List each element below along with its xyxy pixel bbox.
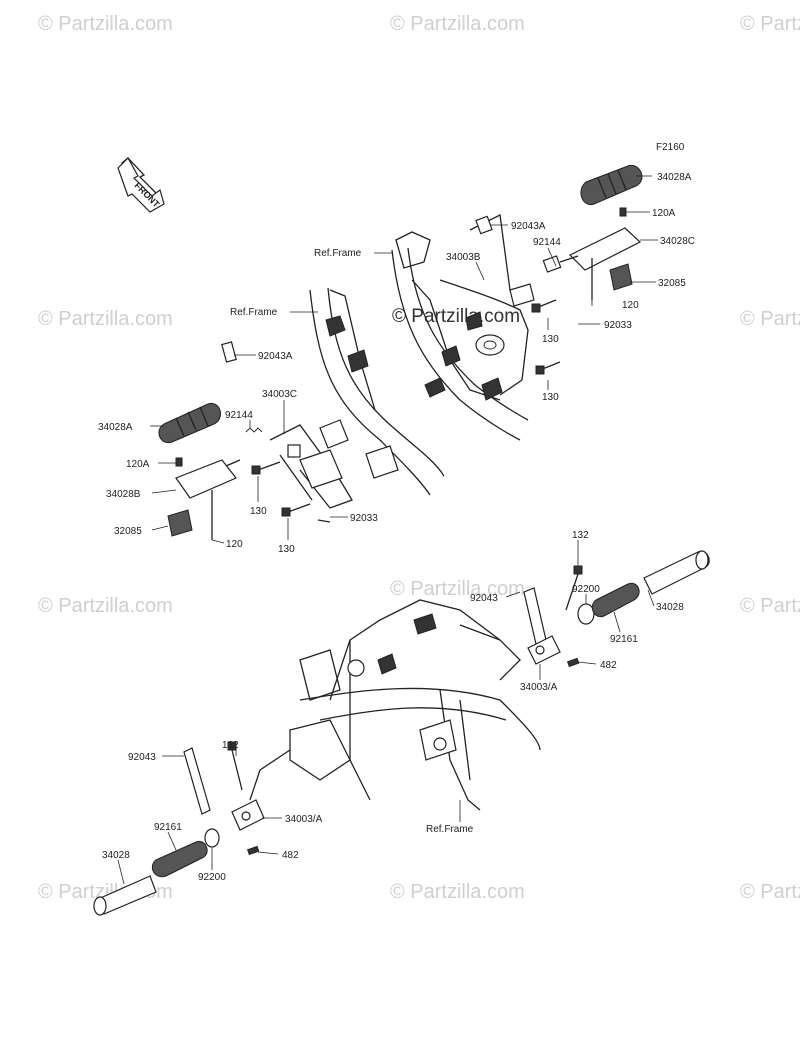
watermark-text: © Partzilla.com (38, 308, 173, 330)
ref-frame-label: Ref.Frame (230, 307, 278, 318)
part-label: 482 (282, 850, 299, 861)
part-label: 92043A (511, 221, 546, 232)
part-label: 92144 (533, 237, 561, 248)
leader-lines (117, 175, 658, 885)
watermark-layer: © Partzilla.com © Partzilla.com © Partzi… (38, 13, 800, 903)
front-arrow-icon: FRONT (117, 157, 165, 213)
part-label: 92033 (350, 513, 378, 524)
part-label: 120 (622, 300, 639, 311)
part-label: 120A (126, 459, 150, 470)
center-watermark: © Partzilla.com (392, 306, 520, 327)
part-label: 92033 (604, 320, 632, 331)
part-label: 34028 (102, 850, 130, 861)
ref-frame-label: Ref.Frame (426, 824, 474, 835)
part-label: 120A (652, 208, 676, 219)
watermark-text: © Partzilla.com (390, 881, 525, 903)
part-label: 92200 (572, 584, 600, 595)
part-label: 132 (222, 740, 239, 751)
part-label: 92043 (128, 752, 156, 763)
part-label: 34003B (446, 252, 481, 263)
watermark-text: © Partzilla.com (740, 308, 800, 330)
part-label: 34028 (656, 602, 684, 613)
driver-footpeg-frame-assembly (93, 550, 710, 916)
watermark-text: © Partzilla.com (38, 13, 173, 35)
part-label: 92144 (225, 410, 253, 421)
watermark-text: © Partzilla.com (390, 13, 525, 35)
part-label: 34028C (660, 236, 695, 247)
ref-frame-label: Ref.Frame (314, 248, 362, 259)
part-labels: 34028A 120A 34028C 32085 120 92033 92043… (98, 172, 695, 883)
watermark-text: © Partzilla.com (390, 578, 525, 600)
part-label: 34028B (106, 489, 141, 500)
left-rider-footpeg-assembly (158, 287, 445, 540)
part-label: 34003C (262, 389, 297, 400)
part-label: 32085 (658, 278, 686, 289)
part-label: 130 (542, 392, 559, 403)
watermark-text: © Partzilla.com (740, 13, 800, 35)
part-label: 120 (226, 539, 243, 550)
part-label: 92161 (154, 822, 182, 833)
watermark-text: © Partzilla.com (38, 595, 173, 617)
part-label: 92200 (198, 872, 226, 883)
part-label: 34028A (98, 422, 133, 433)
part-label: 32085 (114, 526, 142, 537)
watermark-text: © Partzilla.com (740, 595, 800, 617)
part-label: 92043 (470, 593, 498, 604)
figure-code: F2160 (656, 142, 685, 153)
part-label: 34028A (657, 172, 692, 183)
part-label: 130 (542, 334, 559, 345)
part-label: 92043A (258, 351, 293, 362)
part-label: 34003/A (520, 682, 558, 693)
part-label: 130 (250, 506, 267, 517)
watermark-text: © Partzilla.com (740, 881, 800, 903)
part-label: 132 (572, 530, 589, 541)
part-label: 482 (600, 660, 617, 671)
part-label: 130 (278, 544, 295, 555)
right-rider-footpeg-assembly (391, 164, 643, 441)
part-label: 34003/A (285, 814, 323, 825)
part-label: 92161 (610, 634, 638, 645)
